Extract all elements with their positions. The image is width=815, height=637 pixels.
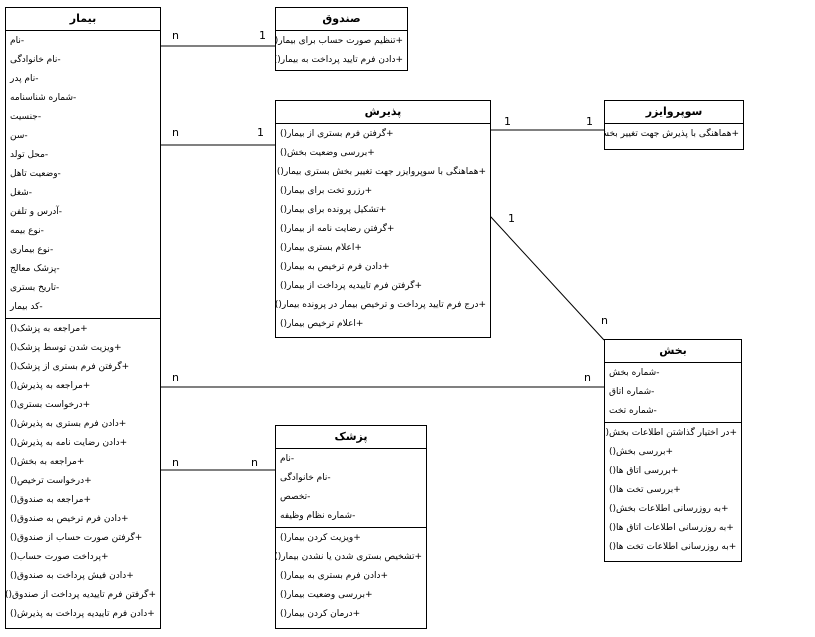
class-title: بخش — [605, 340, 741, 363]
methods-section: +در اختیار گذاشتن اطلاعات بخش() +بررسی بخ… — [605, 422, 741, 558]
methods-section: +تنظیم صورت حساب برای بیمار() +دادن فرم ت… — [276, 31, 407, 71]
method-row: +ویزیت شدن توسط پزشک() — [10, 343, 122, 353]
mult-patient-doctor-n2: n — [251, 456, 258, 469]
method-row: +رزرو تخت برای بیمار() — [280, 186, 373, 196]
attribute-row: -تاریخ بستری — [10, 283, 60, 293]
attribute-row: -نوع بیماری — [10, 245, 54, 255]
method-row: +درمان کردن بیمار() — [280, 609, 361, 619]
attribute-row: -شماره شناسنامه — [10, 93, 77, 103]
methods-section: +هماهنگی با پذیرش جهت تغییر بخش بستری بی… — [605, 124, 743, 145]
mult-admission-ward-n: n — [601, 314, 608, 327]
attribute-row: -نام پدر — [10, 74, 39, 84]
method-row: +دادن فرم بستری به بیمار() — [280, 571, 389, 581]
attribute-row: -شغل — [10, 188, 32, 198]
method-row: +تشکیل پرونده برای بیمار() — [280, 205, 387, 215]
attribute-row: -پزشک معالج — [10, 264, 60, 274]
class-title: بیمار — [6, 8, 160, 31]
method-row: +هماهنگی با پذیرش جهت تغییر بخش بستری بی… — [605, 129, 739, 139]
mult-patient-cashier-1: 1 — [259, 29, 266, 42]
method-row: +دادن فرم تاییدیه پرداخت به پذیرش() — [10, 609, 155, 619]
method-row: +گرفتن فرم تاییدیه پرداخت از بیمار() — [280, 281, 423, 291]
attribute-row: -نام خانوادگی — [280, 473, 331, 483]
method-row: +گرفتن فرم تاییدیه پرداخت از صندوق() — [6, 590, 156, 600]
method-row: +ویزیت کردن بیمار() — [280, 533, 361, 543]
class-title: پزشک — [276, 426, 426, 449]
link-admission-ward — [489, 215, 605, 341]
method-row: +مراجعه به پزشک() — [10, 324, 88, 334]
attributes-section: -شماره بخش -شماره اتاق -شماره تخت — [605, 363, 741, 422]
mult-patient-admission-n: n — [172, 126, 179, 139]
attribute-row: -نام — [10, 36, 25, 46]
method-row: +بررسی اتاق ها() — [609, 466, 679, 476]
methods-section: +ویزیت کردن بیمار() +تشخیص بستری شدن یا ن… — [276, 527, 426, 625]
method-row: +تنظیم صورت حساب برای بیمار() — [276, 36, 403, 46]
class-title: صندوق — [276, 8, 407, 31]
class-doctor[interactable]: پزشک -نام -نام خانوادگی -تخصص -شماره نظام و… — [275, 425, 427, 629]
method-row: +گرفتن فرم بستری از بیمار() — [280, 129, 394, 139]
class-supervisor[interactable]: سوپروایزر +هماهنگی با پذیرش جهت تغییر بخ… — [604, 100, 744, 150]
attributes-section: -نام -نام خانوادگی -نام پدر -شماره شناسنامه… — [6, 31, 160, 318]
mult-admission-supervisor-1b: 1 — [586, 115, 593, 128]
mult-patient-cashier-n: n — [172, 29, 179, 42]
method-row: +بررسی وضعیت بخش() — [280, 148, 375, 158]
method-row: +دادن فرم ترخیص به بیمار() — [280, 262, 390, 272]
method-row: +مراجعه به پذیرش() — [10, 381, 91, 391]
attribute-row: -سن — [10, 131, 28, 141]
method-row: +هماهنگی با سوپروایزر جهت تغییر بخش بستر… — [276, 167, 486, 177]
attribute-row: -شماره بخش — [609, 368, 660, 378]
method-row: +بررسی بخش() — [609, 447, 674, 457]
methods-section: +گرفتن فرم بستری از بیمار() +بررسی وضعیت … — [276, 124, 490, 335]
attribute-row: -کد بیمار — [10, 302, 43, 312]
method-row: +درخواست ترخیص() — [10, 476, 92, 486]
class-admission[interactable]: پذیرش +گرفتن فرم بستری از بیمار() +بررسی … — [275, 100, 491, 338]
attribute-row: -شماره تخت — [609, 406, 657, 416]
method-row: +دادن رضایت نامه به پذیرش() — [10, 438, 128, 448]
attribute-row: -تخصص — [280, 492, 311, 502]
method-row: +گرفتن فرم بستری از پزشک() — [10, 362, 130, 372]
method-row: +پرداخت صورت حساب() — [10, 552, 109, 562]
method-row: +گرفتن صورت حساب از صندوق() — [10, 533, 143, 543]
class-ward[interactable]: بخش -شماره بخش -شماره اتاق -شماره تخت +در … — [604, 339, 742, 562]
method-row: +مراجعه به بخش() — [10, 457, 85, 467]
method-row: +درج فرم تایید پرداخت و ترخیص بیمار در پ… — [276, 300, 486, 310]
attribute-row: -جنسیت — [10, 112, 42, 122]
class-title: سوپروایزر — [605, 101, 743, 124]
method-row: +درخواست بستری() — [10, 400, 91, 410]
attribute-row: -وضعیت تاهل — [10, 169, 61, 179]
method-row: +مراجعه به صندوق() — [10, 495, 92, 505]
class-title: پذیرش — [276, 101, 490, 124]
attribute-row: -نوع بیمه — [10, 226, 44, 236]
method-row: +دادن فیش پرداخت به صندوق() — [10, 571, 134, 581]
attribute-row: -نام — [280, 454, 295, 464]
attribute-row: -شماره اتاق — [609, 387, 655, 397]
attribute-row: -آدرس و تلفن — [10, 207, 63, 217]
method-row: +اعلام ترخیص بیمار() — [280, 319, 364, 329]
method-row: +دادن فرم بستری به پذیرش() — [10, 419, 127, 429]
method-row: +به روزرسانی اطلاعات اتاق ها() — [609, 523, 734, 533]
method-row: +بررسی وضعیت بیمار() — [280, 590, 373, 600]
method-row: +دادن فرم ترخیص به صندوق() — [10, 514, 129, 524]
attribute-row: -نام خانوادگی — [10, 55, 61, 65]
attribute-row: -شماره نظام وظیفه — [280, 511, 356, 521]
mult-patient-ward-n1: n — [172, 371, 179, 384]
attribute-row: -محل تولد — [10, 150, 49, 160]
mult-patient-admission-1: 1 — [257, 126, 264, 139]
method-row: +به روزرسانی اطلاعات تخت ها() — [609, 542, 737, 552]
mult-patient-ward-n2: n — [584, 371, 591, 384]
method-row: +اعلام بستری بیمار() — [280, 243, 362, 253]
methods-section: +مراجعه به پزشک() +ویزیت شدن توسط پزشک() +… — [6, 318, 160, 625]
mult-admission-ward-1: 1 — [508, 212, 515, 225]
mult-admission-supervisor-1a: 1 — [504, 115, 511, 128]
method-row: +دادن فرم تایید پرداخت به بیمار() — [276, 55, 403, 65]
method-row: +بررسی تخت ها() — [609, 485, 681, 495]
method-row: +در اختیار گذاشتن اطلاعات بخش() — [605, 428, 737, 438]
class-patient[interactable]: بیمار -نام -نام خانوادگی -نام پدر -شماره شن… — [5, 7, 161, 629]
attributes-section: -نام -نام خانوادگی -تخصص -شماره نظام وظیفه — [276, 449, 426, 527]
method-row: +به روزرسانی اطلاعات بخش() — [609, 504, 729, 514]
method-row: +تشخیص بستری شدن یا نشدن بیمار() — [276, 552, 422, 562]
mult-patient-doctor-n1: n — [172, 456, 179, 469]
method-row: +گرفتن رضایت نامه از بیمار() — [280, 224, 395, 234]
class-cashier[interactable]: صندوق +تنظیم صورت حساب برای بیمار() +دادن… — [275, 7, 408, 71]
